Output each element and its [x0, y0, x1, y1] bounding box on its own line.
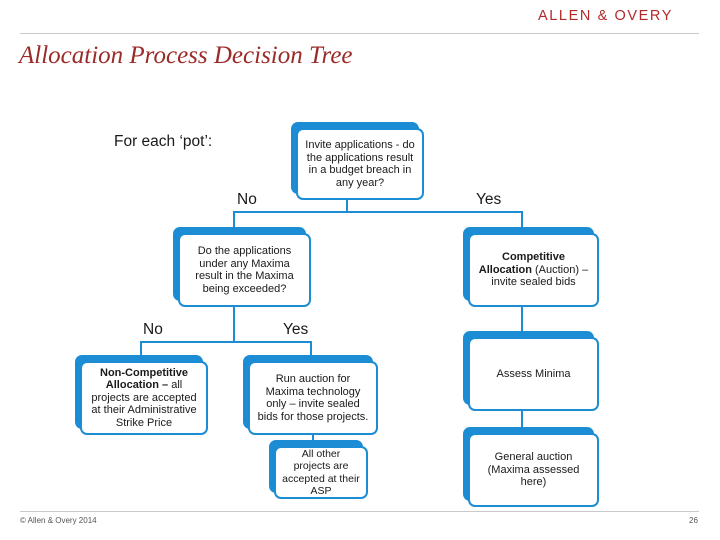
connector-root-stem — [346, 200, 348, 212]
connector-to-auction — [310, 341, 312, 361]
intro-label: For each ‘pot’: — [114, 133, 213, 150]
competitive-allocation-box: Competitive Allocation (Auction) – invit… — [468, 233, 599, 307]
run-auction-box: Run auction for Maxima technology only –… — [248, 361, 378, 435]
non-competitive-text: Non-Competitive Allocation – all project… — [88, 367, 200, 430]
root-question-text: Invite applications - do the application… — [305, 139, 415, 189]
root-yes-label: Yes — [476, 191, 502, 208]
connector-root-bar — [233, 211, 523, 213]
connector-to-minima — [521, 307, 523, 337]
maxima-question-box: Do the applications under any Maxima res… — [178, 233, 311, 307]
non-competitive-rest: all projects are accepted at their Admin… — [91, 379, 197, 429]
connector-maxima-bar — [140, 341, 312, 343]
non-competitive-box: Non-Competitive Allocation – all project… — [80, 361, 208, 435]
header-divider — [20, 33, 699, 34]
page-title: Allocation Process Decision Tree — [19, 42, 353, 69]
connector-to-noncomp — [140, 341, 142, 361]
connector-maxima-stem — [233, 307, 235, 342]
page-number: 26 — [689, 516, 698, 525]
connector-to-general — [521, 411, 523, 433]
assess-minima-box: Assess Minima — [468, 337, 599, 411]
assess-minima-text: Assess Minima — [496, 367, 571, 380]
footer-divider — [20, 511, 699, 512]
brand-logo: ALLEN & OVERY — [538, 8, 673, 24]
footer-copyright: © Allen & Overy 2014 — [20, 516, 97, 525]
root-question-box: Invite applications - do the application… — [296, 128, 424, 200]
maxima-yes-label: Yes — [283, 321, 309, 338]
all-other-projects-text: All other projects are accepted at their… — [282, 447, 360, 498]
general-auction-box: General auction (Maxima assessed here) — [468, 433, 599, 507]
competitive-allocation-rest: (Auction) – invite sealed bids — [491, 263, 589, 289]
connector-to-maxima — [233, 211, 235, 233]
non-competitive-bold: Non-Competitive Allocation – — [100, 366, 188, 392]
general-auction-text: General auction (Maxima assessed here) — [487, 451, 580, 489]
competitive-allocation-bold: Competitive Allocation — [478, 251, 565, 276]
connector-to-competitive — [521, 211, 523, 233]
all-other-projects-box: All other projects are accepted at their… — [274, 446, 368, 499]
run-auction-text: Run auction for Maxima technology only –… — [257, 373, 369, 423]
competitive-allocation-text: Competitive Allocation (Auction) – invit… — [476, 251, 591, 289]
maxima-question-text: Do the applications under any Maxima res… — [195, 245, 294, 295]
maxima-no-label: No — [143, 321, 163, 338]
connector-to-all-other — [312, 434, 314, 446]
root-no-label: No — [237, 191, 257, 208]
